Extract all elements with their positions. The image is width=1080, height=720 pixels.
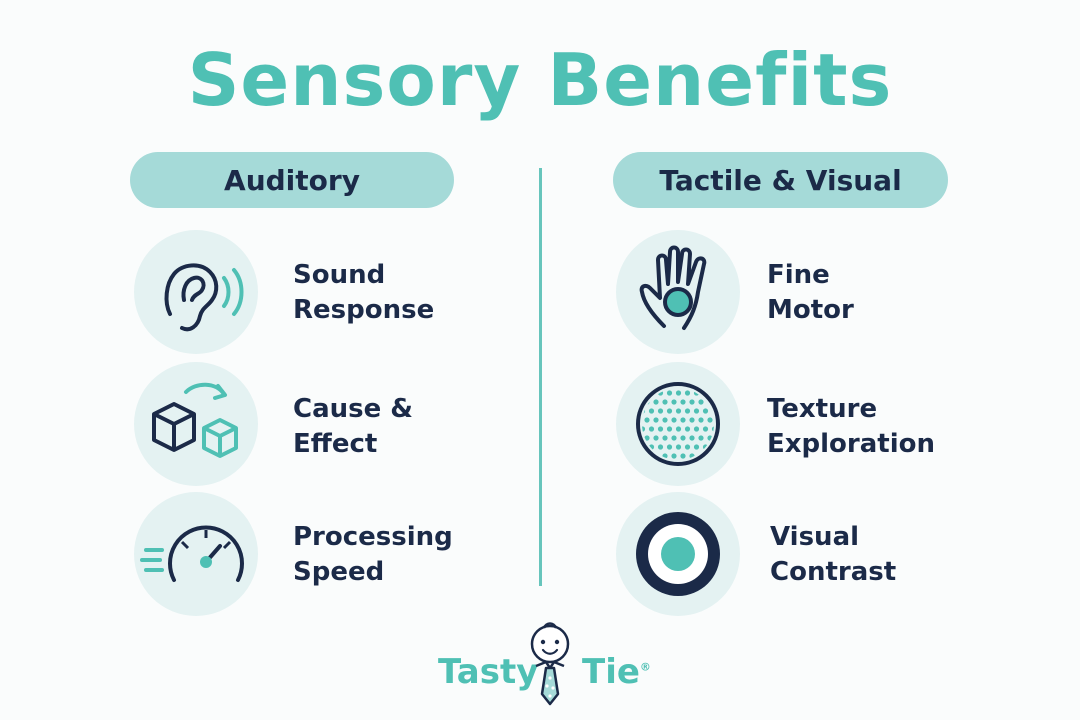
registered-mark: ® (639, 660, 651, 674)
visual-contrast-label: Visual Contrast (770, 522, 897, 587)
texture-exploration-label: Texture Exploration (767, 394, 935, 459)
tastytie-logo: Tasty Tie® (0, 620, 1080, 710)
cubes-icon (134, 362, 258, 486)
tactile-visual-heading: Tactile & Visual (613, 152, 948, 208)
sound-response-label: Sound Response (293, 260, 435, 325)
logo-word-tie: Tie® (582, 652, 651, 692)
texture-dots-icon (616, 362, 740, 486)
fine-motor-label: Fine Motor (767, 260, 854, 325)
target-icon (616, 492, 740, 616)
column-divider (539, 168, 542, 586)
auditory-heading: Auditory (130, 152, 454, 208)
ear-icon (134, 230, 258, 354)
cause-effect-label: Cause & Effect (293, 394, 413, 459)
processing-speed-label: Processing Speed (293, 522, 453, 587)
baby-mascot-icon (530, 622, 570, 706)
hand-icon (616, 230, 740, 354)
speedometer-icon (134, 492, 258, 616)
logo-word-tasty: Tasty (438, 652, 539, 692)
page-title: Sensory Benefits (187, 38, 893, 122)
